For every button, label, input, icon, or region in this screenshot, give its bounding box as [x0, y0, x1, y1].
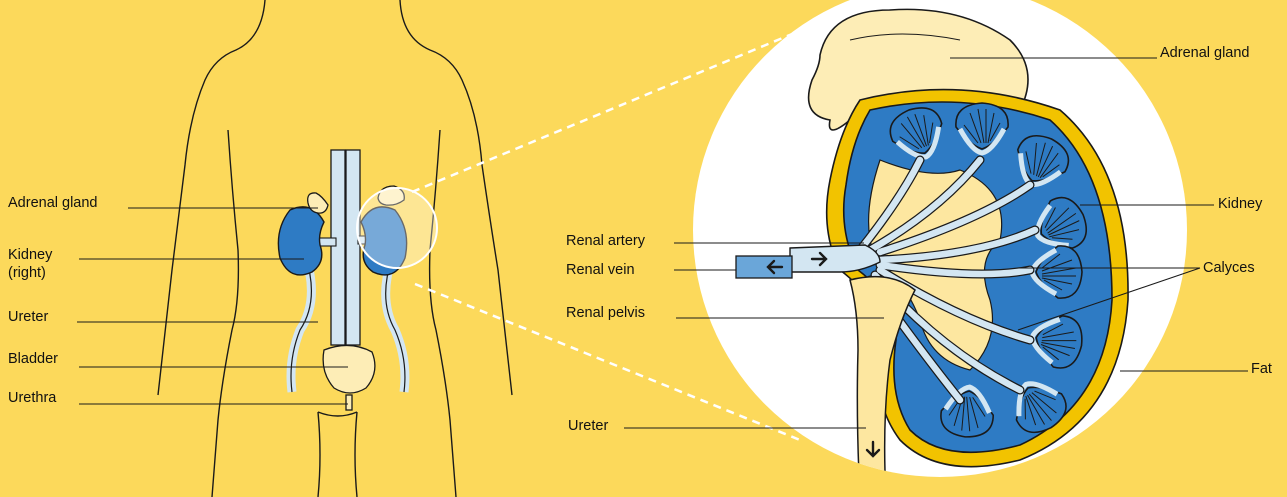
label-renal-vein: Renal vein — [566, 261, 635, 279]
label-kidney-right: Kidney (right) — [8, 246, 52, 282]
bladder — [323, 345, 375, 410]
label-calyces: Calyces — [1203, 259, 1255, 277]
great-vessels — [331, 150, 360, 345]
renal-vein-pipe — [736, 256, 792, 278]
label-adrenal-gland-right: Adrenal gland — [1160, 44, 1250, 62]
label-adrenal-gland-left: Adrenal gland — [8, 194, 98, 212]
label-bladder: Bladder — [8, 350, 58, 368]
label-urethra: Urethra — [8, 389, 56, 407]
label-renal-pelvis: Renal pelvis — [566, 304, 645, 322]
label-kidney: Kidney — [1218, 195, 1262, 213]
label-fat: Fat — [1251, 360, 1272, 378]
label-ureter-right: Ureter — [568, 417, 608, 435]
label-ureter-left: Ureter — [8, 308, 48, 326]
magnify-source-circle — [357, 188, 437, 268]
label-renal-artery: Renal artery — [566, 232, 645, 250]
renal-vessels-large — [790, 245, 880, 272]
